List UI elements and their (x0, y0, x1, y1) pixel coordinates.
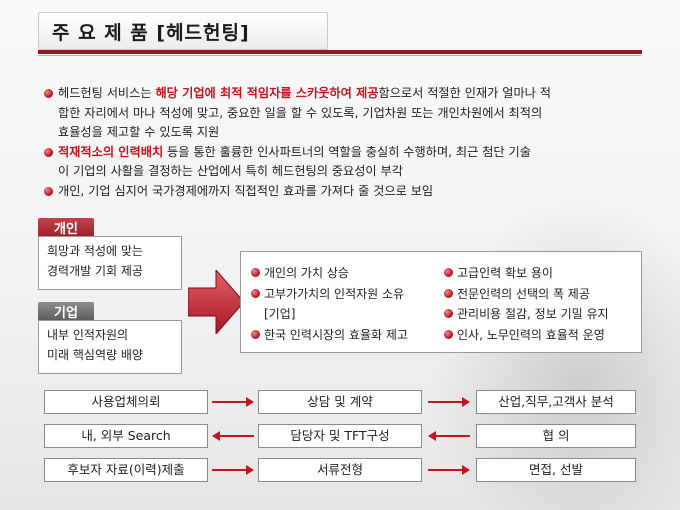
company-card: 내부 인적자원의 미래 핵심역량 배양 (38, 320, 182, 374)
benefit-text: 전문인력의 선택의 폭 제공 (457, 287, 590, 301)
bullet-text: 함으로서 적절한 인재가 얼마나 적 (378, 86, 551, 100)
bullet-icon (444, 289, 453, 298)
title-bar: 주 요 제 품 [헤드헌팅] (0, 0, 680, 62)
right-arrow-icon (188, 270, 244, 334)
benefit-item: 한국 인력시장의 효율화 제고 (251, 326, 408, 344)
bullet-continuation: 효율성을 제고할 수 있도록 지원 (58, 125, 220, 139)
benefit-item: 고부가가치의 인적자원 소유 (251, 285, 404, 303)
bullet-continuation: 이 기업의 사활을 결정하는 산업에서 특히 헤드헌팅의 중요성이 부각 (58, 164, 403, 178)
bullet-text: 개인, 기업 심지어 국가경제에까지 직접적인 효과를 가져다 줄 것으로 보임 (58, 183, 434, 198)
title-underline (38, 50, 642, 54)
company-line: 미래 핵심역량 배양 (47, 348, 143, 362)
process-step: 산업,직무,고객사 분석 (476, 390, 636, 414)
benefit-text: 고부가가치의 인적자원 소유 (264, 287, 405, 301)
benefit-text: 고급인력 확보 용이 (457, 266, 553, 280)
benefit-item-tag: [기업] (251, 305, 295, 323)
benefit-text: 한국 인력시장의 효율화 제고 (264, 328, 408, 342)
company-line: 내부 인적자원의 (47, 328, 129, 342)
benefit-text: 인사, 노무인력의 효율적 운영 (457, 328, 605, 342)
bullet-highlight: 해당 기업에 최적 적임자를 스카웃하여 제공 (155, 86, 379, 100)
benefits-box: 개인의 가치 상승 고부가가치의 인적자원 소유 [기업] 한국 인력시장의 효… (240, 251, 642, 353)
bullet-2: 적재적소의 인력배치 등을 통한 훌륭한 인사파트너의 역할을 충실히 수행하며… (44, 143, 644, 182)
benefit-text: [기업] (264, 307, 296, 321)
process-step: 후보자 자료(이력)제출 (44, 458, 208, 482)
bullet-icon (444, 309, 453, 318)
benefit-text: 관리비용 절감, 정보 기밀 유지 (457, 307, 609, 321)
benefit-text: 개인의 가치 상승 (264, 266, 349, 280)
bullet-icon (444, 330, 453, 339)
bullet-text: 등을 통한 훌륭한 인사파트너의 역할을 충실히 수행하며, 최근 첨단 기술 (163, 144, 531, 159)
benefit-item: 인사, 노무인력의 효율적 운영 (444, 326, 605, 344)
bullet-icon (44, 89, 53, 98)
bullet-icon (251, 330, 260, 339)
process-step: 사용업체의뢰 (44, 390, 208, 414)
arrow-right-icon (428, 465, 470, 475)
benefit-item: 전문인력의 선택의 폭 제공 (444, 285, 590, 303)
intro-bullets: 헤드헌팅 서비스는 해당 기업에 최적 적임자를 스카웃하여 제공함으로서 적절… (44, 84, 644, 201)
bullet-icon (444, 268, 453, 277)
arrow-left-icon (428, 431, 470, 441)
title-box (38, 12, 328, 50)
arrow-right-icon (212, 465, 254, 475)
benefit-item: 고급인력 확보 용이 (444, 264, 553, 282)
page-title: 주 요 제 품 [헤드헌팅] (52, 22, 250, 44)
bullet-continuation: 합한 자리에서 마나 적성에 맞고, 중요한 일을 할 수 있도록, 기업차원 … (58, 105, 543, 120)
bullet-icon (251, 268, 260, 277)
personal-card: 희망과 적성에 맞는 경력개발 기회 제공 (38, 236, 182, 290)
process-step: 협 의 (476, 424, 636, 448)
personal-line: 희망과 적성에 맞는 (47, 244, 143, 258)
bullet-1: 헤드헌팅 서비스는 해당 기업에 최적 적임자를 스카웃하여 제공함으로서 적절… (44, 84, 644, 143)
title-underline-thin (38, 55, 642, 56)
bullet-text: 헤드헌팅 서비스는 (58, 86, 156, 100)
bullet-highlight: 적재적소의 인력배치 (58, 144, 164, 159)
arrow-right-icon (428, 397, 470, 407)
process-step: 담당자 및 TFT구성 (258, 424, 422, 448)
arrow-left-icon (212, 431, 254, 441)
bullet-3: 개인, 기업 심지어 국가경제에까지 직접적인 효과를 가져다 줄 것으로 보임 (44, 182, 644, 202)
benefit-item: 관리비용 절감, 정보 기밀 유지 (444, 305, 609, 323)
benefit-item: 개인의 가치 상승 (251, 264, 349, 282)
process-step: 내, 외부 Search (44, 424, 208, 448)
bullet-icon (251, 289, 260, 298)
process-step: 면접, 선발 (476, 458, 636, 482)
bullet-icon (44, 186, 53, 196)
personal-line: 경력개발 기회 제공 (47, 264, 143, 278)
bullet-icon (44, 147, 53, 157)
process-step: 상담 및 계약 (258, 390, 422, 414)
process-step: 서류전형 (258, 458, 422, 482)
arrow-right-icon (212, 397, 254, 407)
